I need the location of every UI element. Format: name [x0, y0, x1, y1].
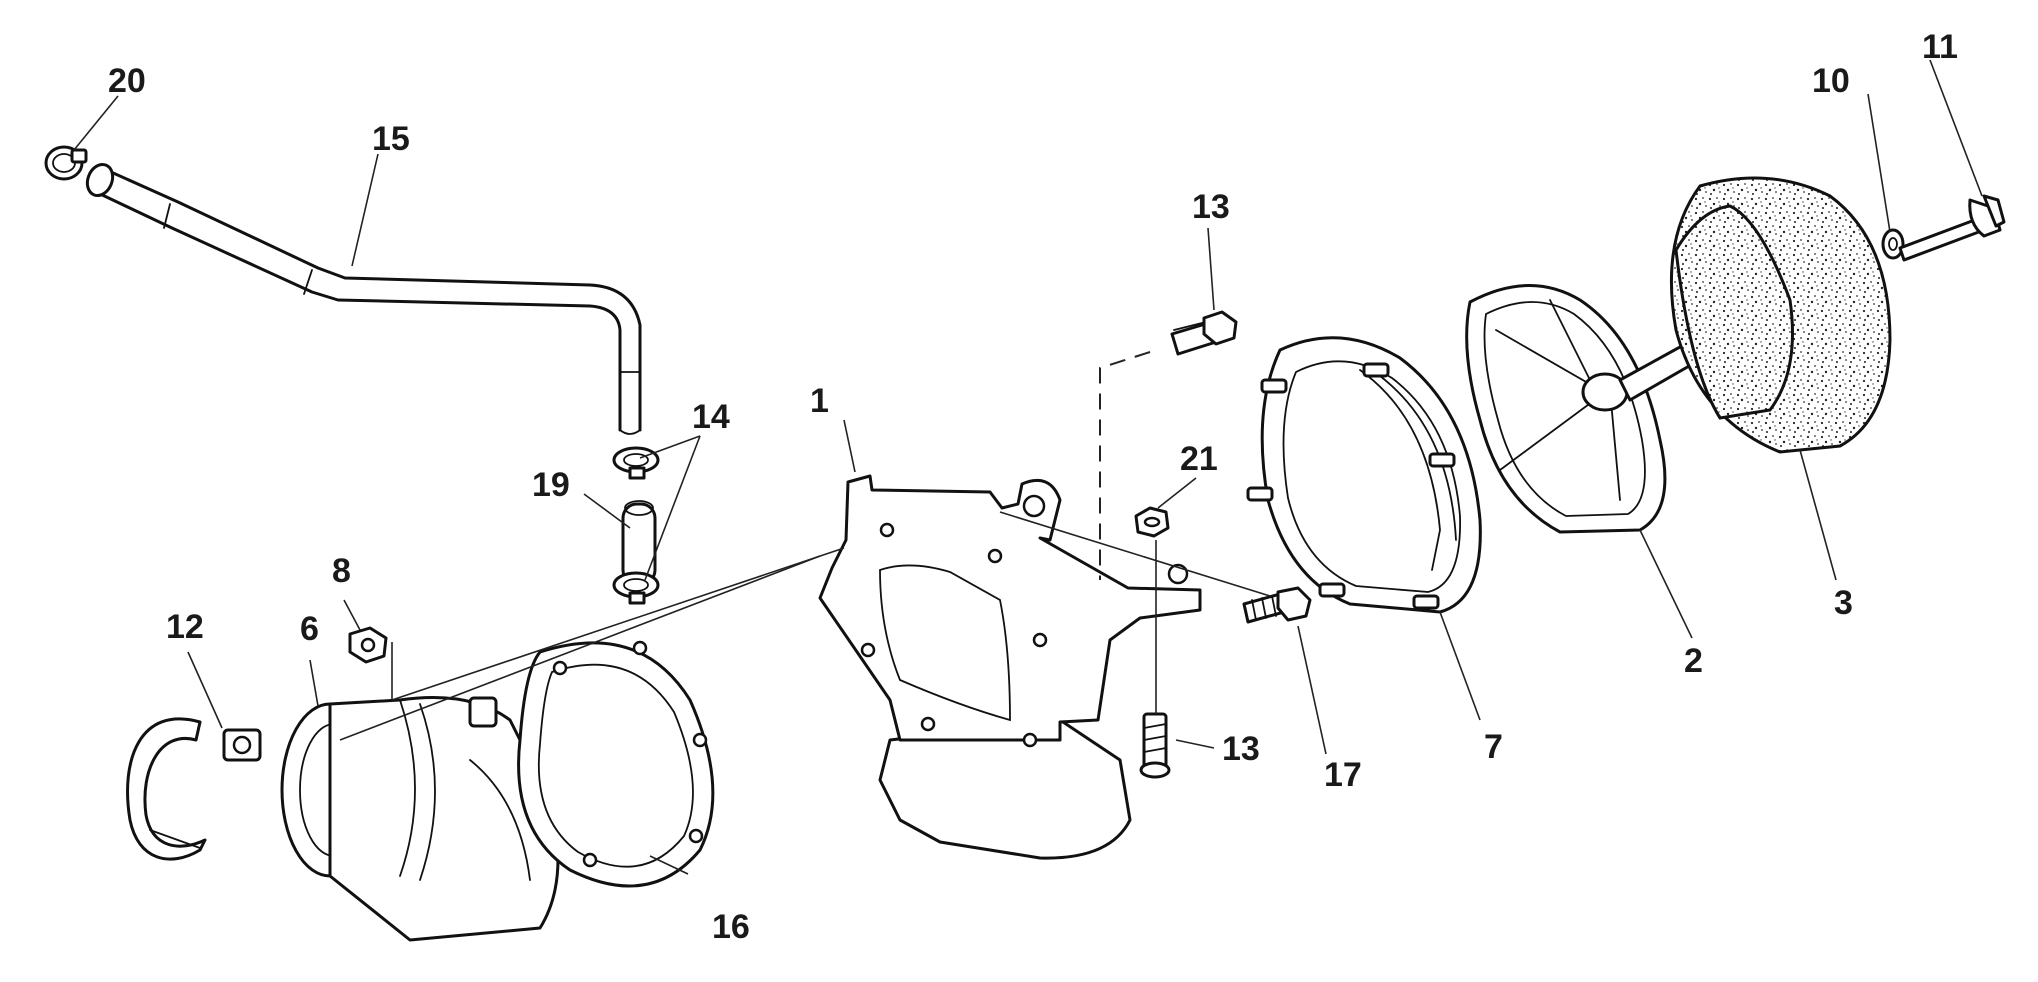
foam-filter-3-part: [1669, 176, 1892, 454]
label-17: 17: [1324, 756, 1362, 794]
label-13b: 13: [1222, 730, 1260, 768]
gasket-16-part: [517, 640, 715, 888]
label-16: 16: [712, 908, 750, 946]
washer-10-part: [1881, 228, 1905, 260]
label-10: 10: [1812, 62, 1850, 100]
label-2: 2: [1684, 642, 1703, 680]
intake-elbow-6-part: [280, 696, 560, 942]
hose-clamp-14-upper-part: [612, 446, 660, 480]
label-3: 3: [1834, 584, 1853, 622]
label-21: 21: [1180, 440, 1218, 478]
leader-lines: [73, 59, 1983, 875]
breather-tube-15-part: [85, 162, 642, 435]
label-13a: 13: [1192, 188, 1230, 226]
callout-labels: 20 15 14 19 1 8 6 12 16 13 21 13 17 7 2 …: [108, 28, 1958, 946]
filter-base-plate-7-part: [1246, 336, 1482, 614]
wing-bolt-11-part: [1898, 194, 2006, 262]
nut-8-part: [348, 626, 388, 664]
label-6: 6: [300, 610, 319, 648]
hose-clamp-20-part: [44, 145, 88, 181]
label-19: 19: [532, 466, 570, 504]
bolt-13-lower-part: [1139, 712, 1171, 779]
connector-19-part: [621, 500, 657, 586]
label-7: 7: [1484, 728, 1503, 766]
hose-clamp-14-lower-part: [612, 571, 660, 605]
label-8: 8: [332, 552, 351, 590]
nut-21-part: [1134, 506, 1170, 538]
bolt-13-upper-part: [1170, 310, 1238, 356]
label-1: 1: [810, 382, 829, 420]
label-20: 20: [108, 62, 146, 100]
label-15: 15: [372, 120, 410, 158]
label-12: 12: [166, 608, 204, 646]
band-clamp-12-part: [126, 717, 262, 861]
filter-frame-2-part: [1465, 284, 1716, 534]
label-14: 14: [692, 398, 730, 436]
air-box-housing-1-part: [818, 474, 1202, 860]
label-11: 11: [1922, 28, 1958, 66]
stud-set-7: [1246, 362, 1456, 610]
bolt-17-part: [1242, 586, 1312, 624]
